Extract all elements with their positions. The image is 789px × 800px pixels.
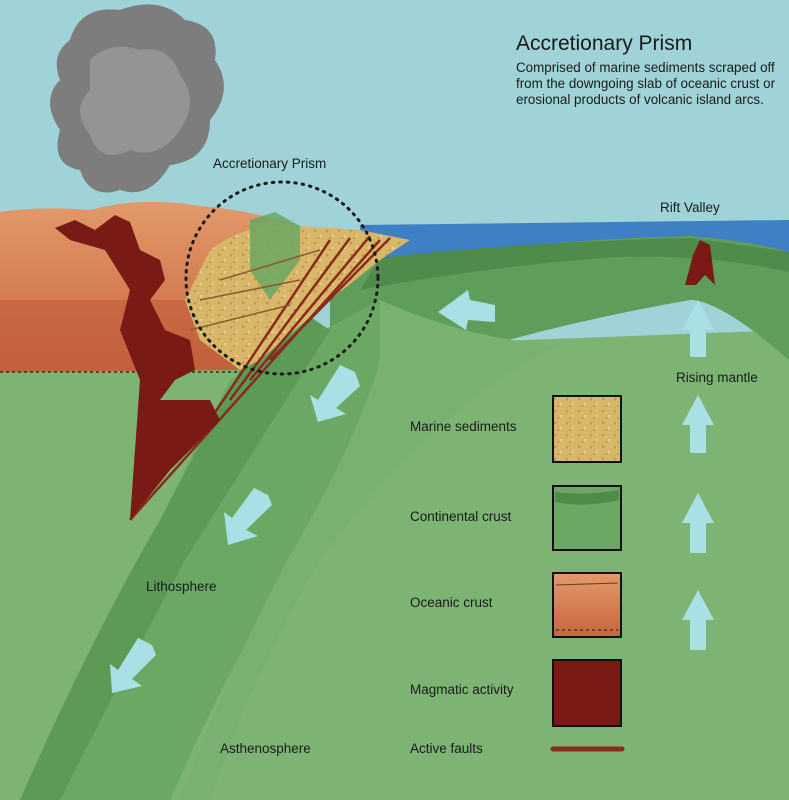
label-accretionary-prism: Accretionary Prism xyxy=(213,156,327,171)
arrow-down-1 xyxy=(310,365,360,422)
magma-chamber xyxy=(55,215,220,520)
arrow-up-3 xyxy=(682,493,714,553)
arrow-up-4 xyxy=(682,590,714,650)
legend-label-continental-crust: Continental crust xyxy=(410,509,512,524)
continental-crust-layer xyxy=(360,238,789,290)
arrow-up-1 xyxy=(682,300,714,357)
swatch-magmatic-activity xyxy=(552,659,622,727)
swatch-oceanic-crust xyxy=(552,572,622,638)
swatch-continental-top xyxy=(555,490,619,505)
arrow-up-2 xyxy=(682,395,714,453)
rift-magma xyxy=(685,240,715,285)
active-fault-lines xyxy=(129,235,391,521)
label-rift-valley: Rift Valley xyxy=(660,200,720,215)
arrow-down-3 xyxy=(110,638,156,693)
legend-label-oceanic-crust: Oceanic crust xyxy=(410,595,493,610)
arrow-left-1 xyxy=(438,290,495,330)
accretionary-prism-sediments xyxy=(185,225,410,370)
volcanic-smoke-plume xyxy=(50,4,224,193)
prism-highlight-circle xyxy=(184,180,380,376)
arrow-down-2 xyxy=(224,488,272,545)
label-lithosphere: Lithosphere xyxy=(146,579,217,594)
label-asthenosphere: Asthenosphere xyxy=(220,741,311,756)
legend-swatches xyxy=(550,395,625,752)
slab-lower xyxy=(20,310,330,800)
swatch-marine-sediments xyxy=(552,395,622,463)
flow-arrows xyxy=(110,290,714,693)
legend-label-marine-sediments: Marine sediments xyxy=(410,419,517,434)
slab-upper-band xyxy=(180,300,560,800)
prism-slice xyxy=(250,212,300,300)
diagram-title: Accretionary Prism xyxy=(516,32,693,55)
swatch-oceanic-line xyxy=(555,582,619,586)
label-rising-mantle: Rising mantle xyxy=(676,370,758,385)
sediment-thrust-lines xyxy=(189,249,321,331)
diagram-description: Comprised of marine sediments scraped of… xyxy=(516,60,776,107)
legend-label-active-faults: Active faults xyxy=(410,741,483,756)
legend-label-magmatic-activity: Magmatic activity xyxy=(410,682,514,697)
